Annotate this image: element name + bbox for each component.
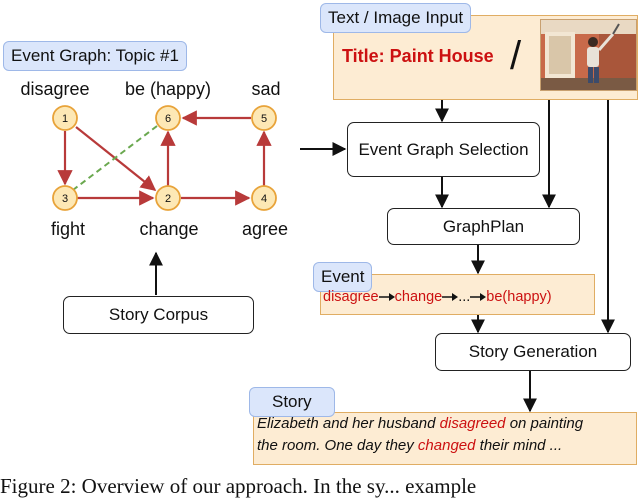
- graph-edges: [57, 110, 272, 206]
- story-line-2: the room. One day they changed their min…: [257, 435, 583, 457]
- event-chain: disagree change ... be(happy): [323, 289, 552, 305]
- graph-node-6: 6: [155, 105, 181, 131]
- svg-text:1: 1: [62, 113, 68, 125]
- story-line-1: Elizabeth and her husband disagreed on p…: [257, 413, 583, 435]
- story-line-1-red: disagreed: [439, 415, 506, 432]
- input-separator: /: [510, 34, 522, 78]
- event-chain-item-4: be(happy): [486, 289, 552, 305]
- graph-nodes: 1 6 5 3 2 4: [52, 105, 277, 211]
- chain-arrow-icon: [378, 293, 395, 301]
- graph-node-1: 1: [52, 105, 78, 131]
- edge-6-3-dashed: [72, 125, 158, 191]
- svg-text:3: 3: [62, 193, 68, 205]
- event-chain-item-2: change: [394, 289, 443, 305]
- node-label-fight: fight: [50, 219, 86, 239]
- svg-text:4: 4: [261, 193, 267, 205]
- input-title-text: Title: Paint House: [342, 46, 494, 66]
- node-label-agree: agree: [241, 219, 289, 239]
- story-line-1-post: on painting: [505, 415, 584, 432]
- graph-node-2: 2: [155, 185, 181, 211]
- chain-arrow-icon: [470, 293, 487, 301]
- graphplan-box: GraphPlan: [387, 208, 580, 245]
- event-tag: Event: [313, 262, 373, 292]
- node-label-change: change: [139, 219, 199, 239]
- svg-text:2: 2: [165, 193, 171, 205]
- story-generation-box: Story Generation: [435, 333, 631, 371]
- node-label-disagree: disagree: [20, 79, 90, 99]
- event-graph-selection-box: Event Graph Selection: [347, 122, 540, 177]
- event-chain-item-3: ...: [458, 289, 471, 305]
- graph-node-4: 4: [251, 185, 277, 211]
- svg-text:5: 5: [261, 113, 267, 125]
- painter-photo-icon: [541, 20, 636, 90]
- pipeline-arrows: [149, 100, 615, 413]
- event-graph-tag: Event Graph: Topic #1: [3, 41, 187, 71]
- story-line-1-pre: Elizabeth and her husband: [257, 415, 440, 432]
- graph-node-3: 3: [52, 185, 78, 211]
- story-line-2-red: changed: [417, 437, 476, 454]
- node-label-be-happy: be (happy): [124, 79, 212, 99]
- input-tag: Text / Image Input: [320, 3, 472, 33]
- story-panel: [253, 412, 637, 465]
- node-label-sad: sad: [251, 79, 281, 99]
- story-corpus-box: Story Corpus: [63, 296, 254, 334]
- story-text: Elizabeth and her husband disagreed on p…: [257, 413, 583, 457]
- event-chain-item-1: disagree: [323, 289, 379, 305]
- graph-node-5: 5: [251, 105, 277, 131]
- figure-caption: Figure 2: Overview of our approach. In t…: [0, 474, 477, 498]
- input-photo: [540, 19, 637, 91]
- chain-arrow-icon: [442, 293, 459, 301]
- story-tag: Story: [249, 387, 335, 417]
- story-line-2-post: their mind ...: [475, 437, 563, 454]
- story-line-2-pre: the room. One day they: [257, 437, 418, 454]
- svg-text:6: 6: [165, 113, 171, 125]
